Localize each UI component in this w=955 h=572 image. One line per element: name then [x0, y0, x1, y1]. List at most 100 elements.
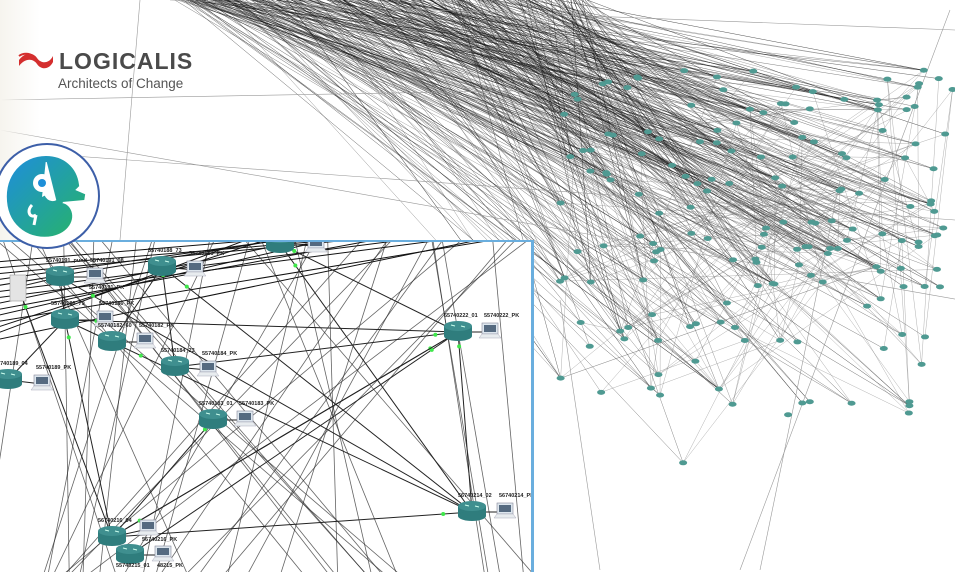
router-node[interactable]	[148, 256, 176, 276]
router-icon	[762, 226, 770, 231]
router-icon	[879, 128, 887, 133]
router-icon	[715, 386, 723, 391]
link-line	[761, 157, 909, 413]
router-icon	[713, 140, 721, 145]
laptop-node[interactable]	[305, 242, 327, 252]
router-icon	[725, 181, 733, 186]
router-icon	[657, 247, 665, 252]
router-icon	[635, 192, 643, 197]
router-icon	[798, 135, 806, 140]
link-line	[492, 242, 523, 572]
router-icon	[936, 284, 944, 289]
router-icon	[898, 238, 906, 243]
router-icon	[898, 332, 906, 337]
router-icon	[920, 68, 928, 73]
router-icon	[875, 102, 883, 107]
router-icon	[638, 151, 646, 156]
router-icon	[729, 402, 737, 407]
router-icon	[903, 95, 911, 100]
router-node[interactable]	[0, 369, 22, 389]
laptop-node[interactable]	[152, 546, 174, 561]
router-icon	[855, 191, 863, 196]
router-icon	[826, 246, 834, 251]
router-node[interactable]	[458, 501, 486, 521]
router-icon	[650, 258, 658, 263]
laptop-node[interactable]	[479, 323, 501, 338]
router-icon	[616, 329, 624, 334]
router-icon	[877, 296, 885, 301]
laptop-node[interactable]	[197, 361, 219, 376]
router-icon	[838, 151, 846, 156]
router-icon	[931, 233, 939, 238]
link-line	[651, 340, 658, 388]
link-line	[719, 236, 935, 389]
router-icon	[148, 256, 176, 266]
router-node[interactable]	[46, 266, 74, 286]
router-icon	[842, 155, 850, 160]
router-icon	[918, 362, 926, 367]
link-line	[925, 90, 953, 287]
router-icon	[98, 331, 126, 341]
link-line	[581, 323, 621, 332]
router-icon	[458, 501, 486, 511]
router-icon	[719, 87, 727, 92]
router-icon	[874, 107, 882, 112]
router-icon	[769, 281, 777, 286]
laptop-node[interactable]	[184, 261, 206, 276]
node-label: 55740186_79	[51, 301, 85, 308]
router-node[interactable]	[266, 242, 294, 253]
link-endpoint	[441, 512, 445, 516]
link-endpoint	[24, 305, 28, 309]
router-icon	[692, 321, 700, 326]
router-icon	[604, 79, 612, 84]
router-node[interactable]	[199, 409, 227, 429]
server-node[interactable]	[10, 275, 26, 301]
link-line	[902, 241, 910, 406]
link-line	[823, 282, 910, 402]
link-line	[52, 242, 216, 572]
router-icon	[729, 257, 737, 262]
link-line	[60, 277, 472, 512]
router-icon	[795, 262, 803, 267]
router-icon	[648, 312, 656, 317]
router-icon	[776, 338, 784, 343]
router-icon	[623, 85, 631, 90]
router-icon	[98, 526, 126, 536]
router-icon	[647, 386, 655, 391]
laptop-node[interactable]	[31, 375, 53, 390]
router-icon	[883, 77, 891, 82]
laptop-node[interactable]	[494, 503, 516, 518]
router-icon	[810, 139, 818, 144]
router-node[interactable]	[116, 544, 144, 564]
router-node[interactable]	[444, 321, 472, 341]
router-icon	[713, 75, 721, 80]
router-node[interactable]	[98, 331, 126, 351]
router-icon	[921, 284, 929, 289]
router-node[interactable]	[51, 309, 79, 329]
router-icon	[655, 136, 663, 141]
router-icon	[444, 321, 472, 331]
router-icon	[843, 238, 851, 243]
link-endpoint	[433, 333, 437, 337]
router-icon	[577, 320, 585, 325]
laptop-node[interactable]	[134, 333, 156, 348]
node-label: 56740214_PK	[499, 493, 534, 500]
router-icon	[782, 101, 790, 106]
router-icon	[732, 120, 740, 125]
router-node[interactable]	[98, 526, 126, 546]
router-icon	[574, 97, 582, 102]
router-node[interactable]	[161, 356, 189, 376]
router-icon	[655, 211, 663, 216]
router-icon	[566, 154, 574, 159]
router-icon	[901, 155, 909, 160]
router-icon	[557, 200, 565, 205]
router-icon	[679, 460, 687, 465]
router-icon	[941, 132, 949, 137]
laptop-node[interactable]	[234, 411, 256, 426]
node-label: 55740184_23	[161, 348, 195, 355]
router-icon	[571, 92, 579, 97]
router-icon	[778, 184, 786, 189]
laptop-node[interactable]	[137, 520, 159, 535]
router-icon	[758, 245, 766, 250]
laptop-node[interactable]	[84, 268, 106, 283]
